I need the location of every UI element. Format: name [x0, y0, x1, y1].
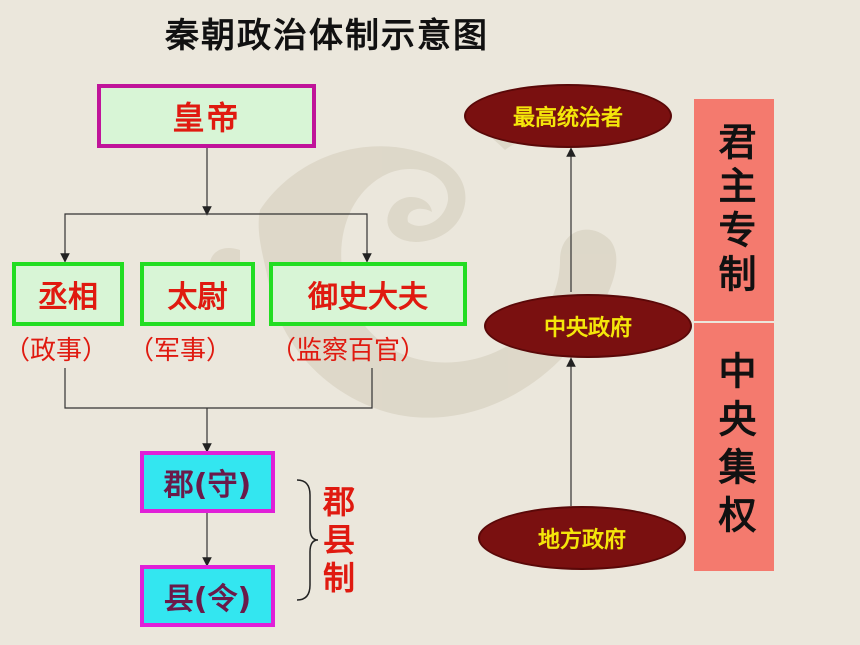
supreme-ruler-oval: 最高统治者 [464, 84, 672, 148]
imperial-censor-role: （监察百官） [270, 336, 427, 366]
county-box: 县(令) [140, 565, 275, 627]
local-government-oval: 地方政府 [478, 506, 686, 570]
chancellor-role: （政事） [4, 336, 109, 366]
imperial-censor-box: 御史大夫 [269, 262, 467, 326]
commandery-box: 郡(守) [140, 451, 275, 513]
diagram-title: 秦朝政治体制示意图 [165, 16, 489, 56]
commandery-county-system-label: 郡县制 [322, 483, 355, 597]
autocracy-label: 君主专制 [694, 99, 774, 321]
centralization-label: 中央集权 [694, 323, 774, 571]
central-government-oval: 中央政府 [484, 294, 692, 358]
chancellor-box: 丞相 [12, 262, 124, 326]
emperor-box: 皇帝 [97, 84, 316, 148]
grand-commandant-box: 太尉 [140, 262, 255, 326]
grand-commandant-role: （军事） [128, 336, 233, 366]
autocracy-text: 君主专制 [712, 122, 756, 298]
centralization-text: 中央集权 [712, 351, 756, 543]
